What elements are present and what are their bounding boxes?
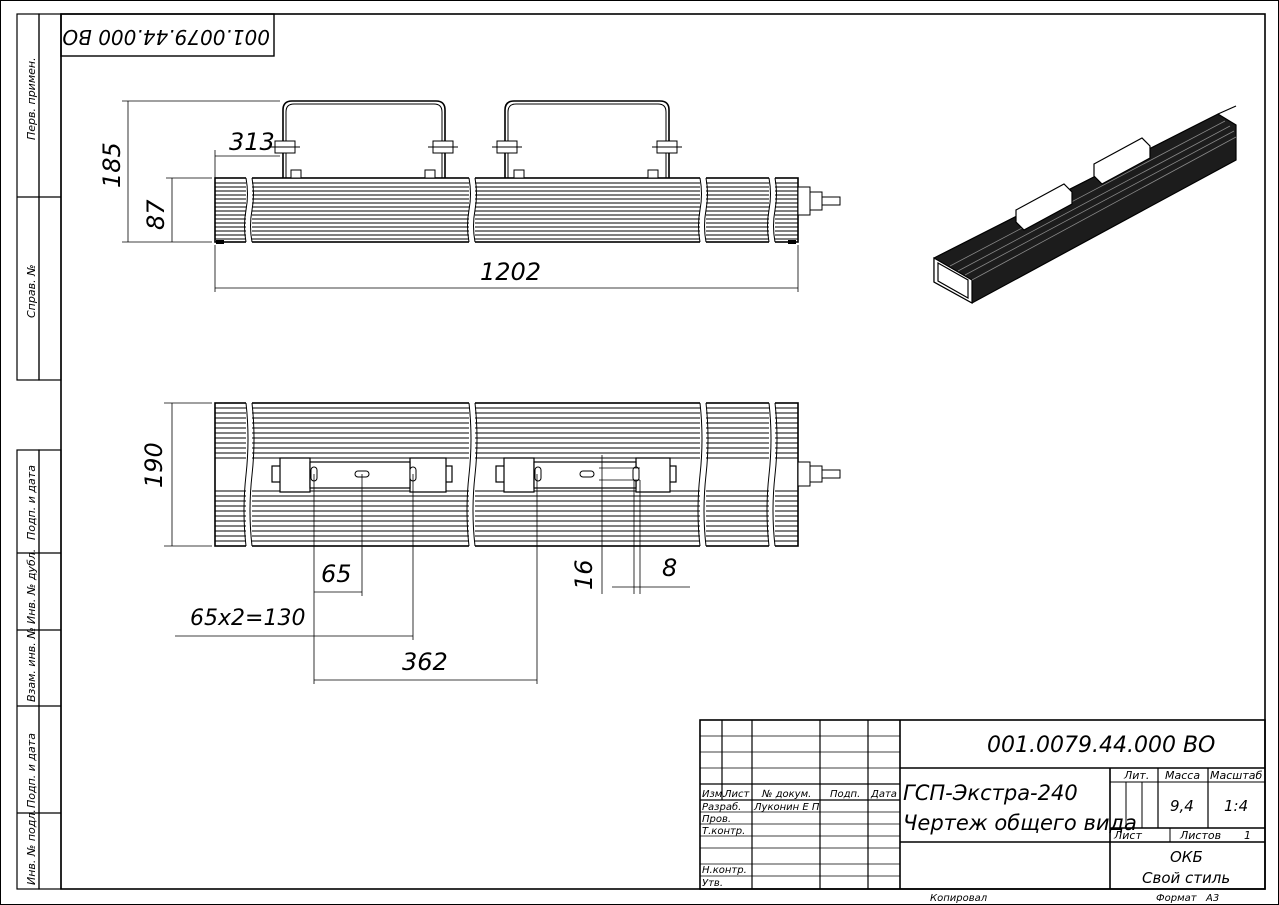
side-label-perv-primen: Перв. примен. xyxy=(25,57,38,140)
side-label-inv-podl: Инв. № подл. xyxy=(25,809,38,885)
hdr-izm: Изм. xyxy=(702,789,726,800)
row-nkontr: Н.контр. xyxy=(702,865,747,876)
side-strip-upper xyxy=(16,13,62,381)
mass-value: 9,4 xyxy=(1170,797,1194,815)
dim-8: 8 xyxy=(662,554,677,582)
sheet-label: Лист xyxy=(1113,829,1142,842)
dim-65: 65 xyxy=(321,560,352,588)
row-tkontr: Т.контр. xyxy=(702,826,745,837)
isometric-view xyxy=(933,105,1237,305)
org-line1: ОКБ xyxy=(1170,848,1203,866)
dim-185: 185 xyxy=(98,142,126,188)
dim-65x2-130: 65x2=130 xyxy=(190,606,305,631)
dim-362: 362 xyxy=(402,648,448,676)
row-razrab: Разраб. xyxy=(702,801,741,813)
dim-16: 16 xyxy=(570,559,598,590)
side-label-sprav-no: Справ. № xyxy=(25,264,38,318)
sheets-label: Листов xyxy=(1179,829,1221,842)
side-strip-lower xyxy=(16,449,62,890)
copied-label: Копировал xyxy=(930,893,988,904)
hdr-massa: Масса xyxy=(1165,769,1200,782)
hdr-lit: Лит. xyxy=(1123,769,1149,782)
title-name-line2: Чертеж общего вида xyxy=(903,811,1137,835)
side-label-podp-data-2: Подп. и дата xyxy=(25,733,38,808)
top-view-dimensions xyxy=(164,402,690,684)
format-label: Формат xyxy=(1156,893,1198,904)
title-name-line1: ГСП-Экстра-240 xyxy=(903,781,1078,805)
dim-190: 190 xyxy=(140,442,168,488)
hdr-masshtab: Масштаб xyxy=(1210,769,1262,782)
dim-313: 313 xyxy=(229,128,275,156)
front-view xyxy=(214,100,841,244)
org-line2: Свой стиль xyxy=(1142,869,1230,887)
rotated-doc-code: 001.0079.44.000 ВО xyxy=(62,25,270,49)
dim-1202: 1202 xyxy=(480,258,541,286)
rotated-code-box xyxy=(60,13,275,57)
title-block xyxy=(699,719,1266,890)
row-prov: Пров. xyxy=(702,814,731,825)
side-label-vzam-inv: Взам. инв. № xyxy=(25,627,38,702)
hdr-doc-no: № докум. xyxy=(761,789,811,800)
side-label-podp-data-1: Подп. и дата xyxy=(25,465,38,540)
row-razrab-name: Луконин Е П xyxy=(753,802,820,813)
front-view-dimensions xyxy=(122,100,799,292)
hdr-list: Лист xyxy=(723,789,751,800)
format-value: А3 xyxy=(1205,893,1219,904)
title-doc-code: 001.0079.44.000 ВО xyxy=(987,733,1215,758)
row-utv: Утв. xyxy=(702,878,723,889)
hdr-data: Дата xyxy=(870,789,897,800)
sheets-count: 1 xyxy=(1244,829,1251,842)
scale-value: 1:4 xyxy=(1224,797,1248,815)
side-label-inv-dubl: Инв. № дубл. xyxy=(25,549,38,624)
top-view xyxy=(214,401,841,548)
dim-87: 87 xyxy=(142,199,170,230)
hdr-podp: Подп. xyxy=(830,789,860,800)
